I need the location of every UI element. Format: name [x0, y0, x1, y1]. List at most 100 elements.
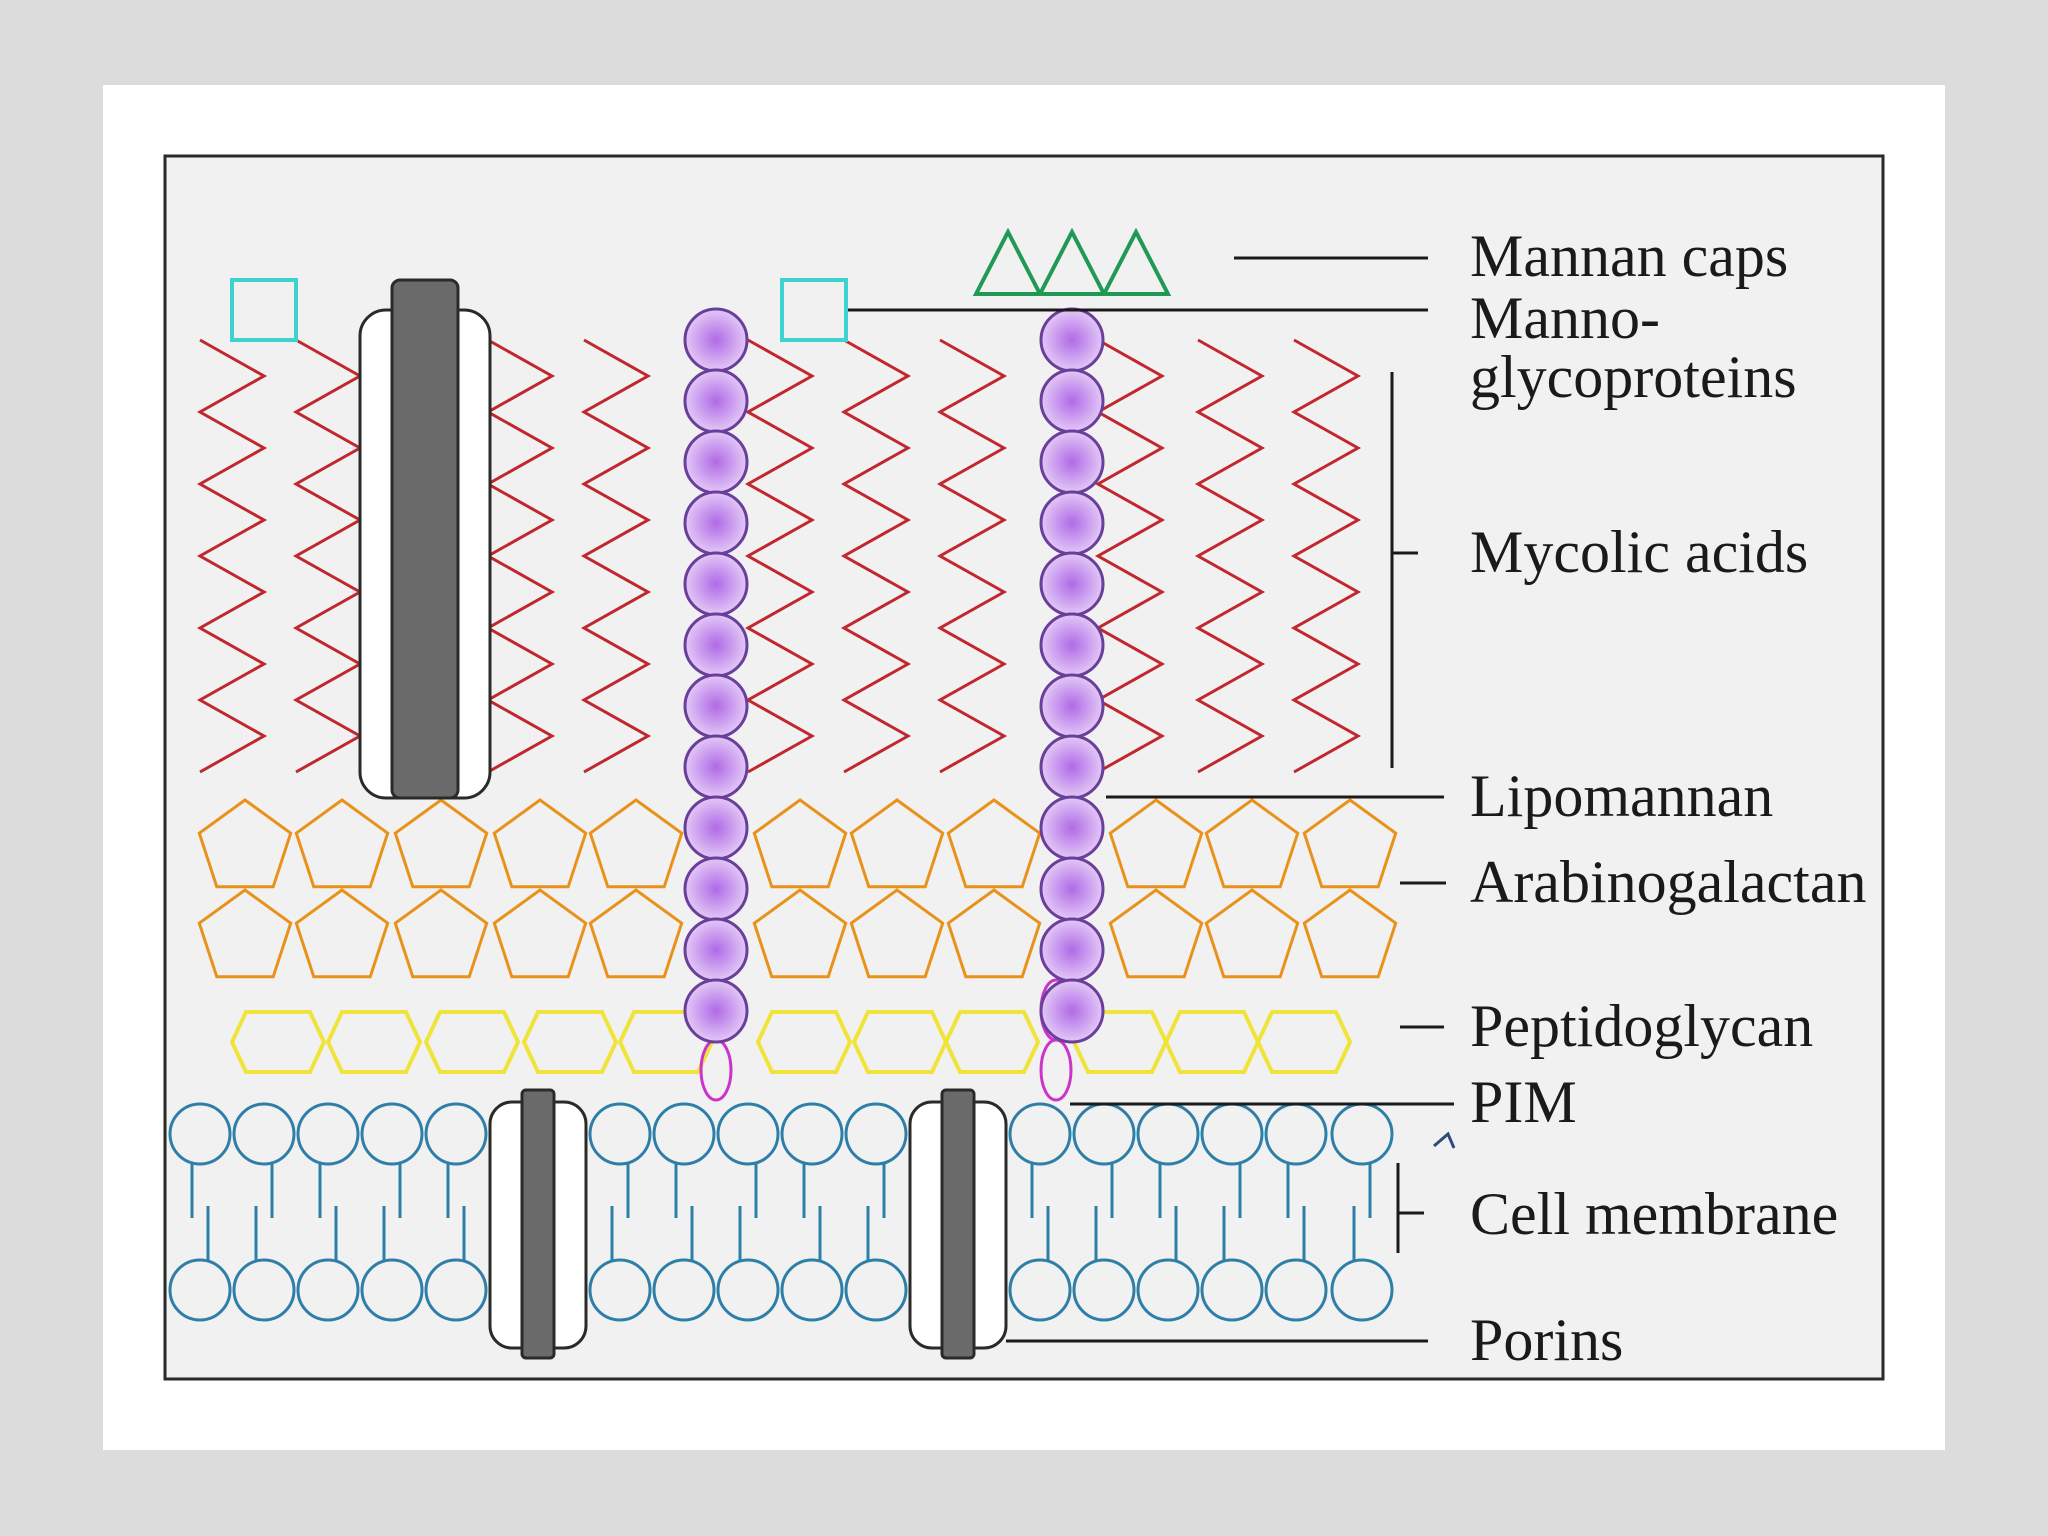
lipomannan-bead	[683, 307, 749, 373]
lipid-head-inner	[1136, 1258, 1200, 1322]
arabinogalactan-pentagon	[1108, 888, 1204, 979]
lipid-head-outer	[588, 1102, 652, 1166]
pim-ellipse-lower	[1039, 1038, 1073, 1102]
lipomannan-bead	[1039, 429, 1105, 495]
mycolic-acids-label: Mycolic acids	[1470, 519, 1808, 585]
arabinogalactan-pentagon	[946, 888, 1042, 979]
lipomannan-bead	[1039, 856, 1105, 922]
arabinogalactan-pentagon	[849, 798, 945, 889]
mannoglycoprotein-channel-core	[390, 278, 460, 800]
mycolic-acid-chain	[840, 338, 912, 774]
mannan-cap-triangle	[1036, 227, 1108, 296]
mycolic-acid-chain	[1290, 338, 1362, 774]
lipomannan-bead	[683, 551, 749, 617]
lipomannan-bead	[1039, 368, 1105, 434]
arabinogalactan-pentagon	[588, 888, 684, 979]
lipomannan-bead	[1039, 978, 1105, 1044]
lipid-head-outer	[716, 1102, 780, 1166]
peptidoglycan-hexagon	[943, 1010, 1041, 1074]
lipid-head-inner	[588, 1258, 652, 1322]
arabinogalactan-layer	[197, 798, 1398, 979]
lipid-head-inner	[1072, 1258, 1136, 1322]
mycolic-acids-layer	[196, 338, 1362, 774]
lipomannan-bead	[683, 673, 749, 739]
arabinogalactan-pentagon	[1204, 798, 1300, 889]
peptidoglycan-hexagon	[229, 1010, 327, 1074]
peptidoglycan-hexagon	[755, 1010, 853, 1074]
mannoglycoprotein-square	[780, 278, 848, 342]
arabinogalactan-pentagon	[1108, 798, 1204, 889]
caps-layer	[230, 227, 1172, 342]
mannan-cap-triangle	[1100, 227, 1172, 296]
cell-membrane-label: Cell membrane	[1470, 1181, 1838, 1247]
mycolic-acid-chain	[1194, 338, 1266, 774]
arabinogalactan-pentagon	[946, 798, 1042, 889]
arabinogalactan-pentagon	[752, 888, 848, 979]
pim-label: PIM	[1470, 1069, 1577, 1135]
lipomannan-label: Lipomannan	[1470, 763, 1773, 829]
lipid-head-inner	[652, 1258, 716, 1322]
lipomannan-bead	[683, 917, 749, 983]
porins-layer	[358, 278, 1008, 1360]
arabinogalactan-pentagon	[197, 888, 293, 979]
arabinogalactan-pentagon	[294, 798, 390, 889]
lipid-head-inner	[232, 1258, 296, 1322]
lipomannan-bead	[683, 490, 749, 556]
arabinogalactan-pentagon	[393, 888, 489, 979]
mannan-caps-label: Mannan caps	[1470, 223, 1788, 289]
peptidoglycan-layer	[229, 1010, 1353, 1074]
lipid-head-outer	[296, 1102, 360, 1166]
lipid-head-inner	[780, 1258, 844, 1322]
lipomannan-bead	[1039, 612, 1105, 678]
lipid-head-outer	[652, 1102, 716, 1166]
cell-membrane-layer	[168, 1102, 1394, 1322]
arabinogalactan-pentagon	[294, 888, 390, 979]
lipid-head-outer	[844, 1102, 908, 1166]
peptidoglycan-hexagon	[325, 1010, 423, 1074]
porins-label: Porins	[1470, 1307, 1623, 1373]
mycolic-acid-chain	[196, 338, 268, 774]
lipid-head-inner	[1008, 1258, 1072, 1322]
lipomannan-bead	[1039, 795, 1105, 861]
lipomannan-bead	[1039, 673, 1105, 739]
arabinogalactan-pentagon	[492, 888, 588, 979]
lipid-head-outer	[232, 1102, 296, 1166]
lipid-head-inner	[296, 1258, 360, 1322]
lipomannan-bead	[683, 795, 749, 861]
lipid-head-outer	[424, 1102, 488, 1166]
lipomannan-bead	[1039, 917, 1105, 983]
lipid-head-inner	[168, 1258, 232, 1322]
mannoglycoproteins-label-line1: Manno-	[1470, 285, 1660, 351]
lipomannan-bead	[1039, 490, 1105, 556]
mycolic-acid-chain	[580, 338, 652, 774]
mannan-cap-triangle	[972, 227, 1044, 296]
lipid-head-inner	[1264, 1258, 1328, 1322]
arabinogalactan-pentagon	[393, 798, 489, 889]
lipid-head-outer	[780, 1102, 844, 1166]
mycolic-acid-chain	[936, 338, 1008, 774]
arabinogalactan-pentagon	[752, 798, 848, 889]
porin-core	[520, 1088, 556, 1360]
lipid-head-inner	[716, 1258, 780, 1322]
lipid-head-inner	[360, 1258, 424, 1322]
porin-core	[940, 1088, 976, 1360]
arabinogalactan-pentagon	[1204, 888, 1300, 979]
mycolic-acid-chain	[292, 338, 364, 774]
lipid-head-outer	[1008, 1102, 1072, 1166]
lipomannan-bead	[683, 368, 749, 434]
arabinogalactan-label: Arabinogalactan	[1470, 849, 1866, 915]
peptidoglycan-hexagon	[1255, 1010, 1353, 1074]
arabinogalactan-pentagon	[1302, 798, 1398, 889]
arabinogalactan-pentagon	[1302, 888, 1398, 979]
lipomannan-bead	[1039, 734, 1105, 800]
peptidoglycan-hexagon	[423, 1010, 521, 1074]
lipomannan-bead	[683, 856, 749, 922]
peptidoglycan-hexagon	[521, 1010, 619, 1074]
arabinogalactan-pentagon	[588, 798, 684, 889]
caret-mark	[1433, 1131, 1456, 1149]
lipomannan-bead	[683, 612, 749, 678]
arabinogalactan-pentagon	[197, 798, 293, 889]
leader-lines	[848, 256, 1454, 1343]
